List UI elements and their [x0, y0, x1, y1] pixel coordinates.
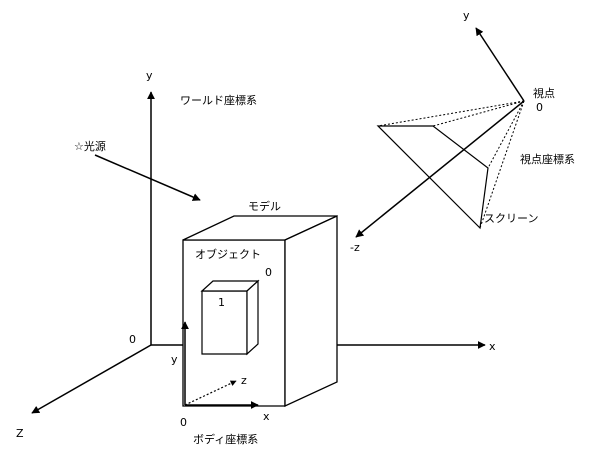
world-y-label: y	[146, 69, 153, 82]
body-title: ボディ座標系	[193, 432, 258, 446]
inner-object-side	[246, 279, 259, 356]
object-origin-label: 0	[265, 266, 272, 279]
world-z-axis	[31, 344, 152, 414]
view-coord-label: 視点座標系	[520, 152, 575, 166]
body-coordinate-system: y x z 0 ボディ座標系	[171, 321, 270, 446]
frustum-lines	[377, 100, 525, 229]
model-label: モデル	[248, 199, 281, 213]
light-ray-arrow	[94, 154, 201, 201]
body-y-label: y	[171, 353, 178, 366]
world-title: ワールド座標系	[180, 93, 257, 107]
world-x-label: x	[489, 340, 496, 353]
body-z-label: z	[241, 374, 247, 387]
view-y-label: y	[463, 9, 470, 22]
screen-label: スクリーン	[484, 212, 538, 225]
viewpoint-origin-label: 0	[536, 101, 543, 114]
light-source-label: ☆光源	[74, 139, 106, 153]
body-x-label: x	[263, 410, 270, 423]
body-z-axis	[184, 380, 237, 406]
view-y-axis	[475, 27, 525, 102]
view-neg-z-label: -z	[350, 241, 360, 254]
viewpoint-label: 視点	[533, 86, 555, 100]
world-origin-label: 0	[129, 333, 136, 346]
model-box: モデル オブジェクト 0 1	[182, 199, 338, 408]
light-source: ☆光源	[74, 139, 201, 201]
screen-plane	[376, 125, 489, 230]
body-origin-label: 0	[180, 416, 187, 429]
object-label: オブジェクト	[195, 247, 261, 261]
viewpoint-coordinate-system: y -z 視点 0 視点座標系 スクリーン	[350, 9, 575, 254]
world-z-label: Z	[16, 427, 24, 440]
model-box-side	[284, 214, 338, 408]
inner-object-label: 1	[218, 296, 225, 309]
view-neg-z-axis	[355, 100, 525, 238]
